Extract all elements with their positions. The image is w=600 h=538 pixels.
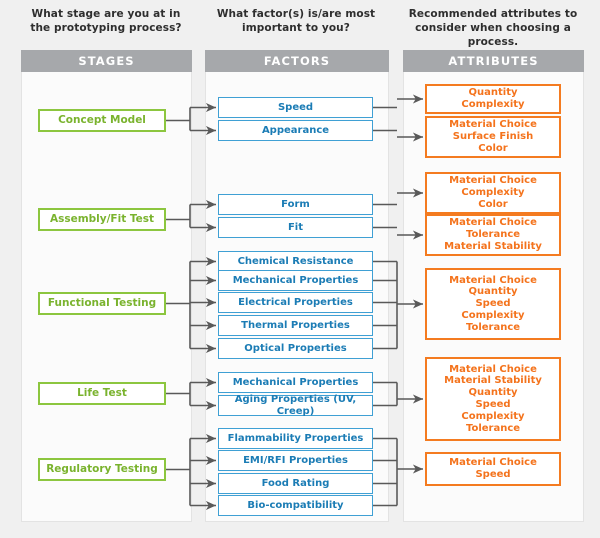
attribute-line: Material Choice — [449, 175, 537, 187]
attribute-line: Surface Finish — [452, 131, 534, 143]
factor-box[interactable]: EMI/RFI Properties — [218, 450, 373, 471]
factor-label: Appearance — [261, 124, 330, 136]
stage-box[interactable]: Concept Model — [38, 109, 166, 132]
factor-label: Mechanical Properties — [232, 274, 359, 286]
factor-box[interactable]: Appearance — [218, 120, 373, 141]
attribute-line: Tolerance — [465, 321, 521, 333]
stage-label: Functional Testing — [47, 297, 157, 310]
factor-label: Thermal Properties — [241, 319, 350, 331]
attributes-header: ATTRIBUTES — [403, 50, 584, 72]
attribute-line: Color — [478, 198, 508, 210]
stage-box[interactable]: Functional Testing — [38, 292, 166, 315]
stages-header: STAGES — [21, 50, 192, 72]
attribute-line: Quantity — [468, 286, 518, 298]
factor-label: Chemical Resistance — [237, 255, 354, 267]
factor-box[interactable]: Fit — [218, 217, 373, 238]
attribute-line: Tolerance — [465, 229, 521, 241]
factor-box[interactable]: Flammability Properties — [218, 428, 373, 449]
stage-box[interactable]: Regulatory Testing — [38, 458, 166, 481]
stage-label: Concept Model — [58, 114, 146, 127]
attribute-line: Complexity — [461, 410, 525, 422]
factor-box[interactable]: Electrical Properties — [218, 292, 373, 313]
attribute-line: Material Stability — [444, 375, 542, 387]
factor-label: EMI/RFI Properties — [243, 454, 348, 466]
attribute-line: Complexity — [461, 309, 525, 321]
attribute-line: Complexity — [461, 99, 525, 110]
attribute-line: Quantity — [468, 87, 518, 99]
attribute-line: Color — [478, 142, 508, 154]
factor-label: Optical Properties — [244, 342, 347, 354]
factor-label: Speed — [277, 101, 314, 113]
attributes-question: Recommended attributes to consider when … — [408, 8, 578, 48]
factor-label: Aging Properties (UV, Creep) — [234, 393, 357, 417]
stage-label: Assembly/Fit Test — [49, 213, 155, 226]
factor-label: Bio-compatibility — [247, 499, 344, 511]
factor-box[interactable]: Mechanical Properties — [218, 372, 373, 393]
stages-question: What stage are you at in the prototyping… — [30, 8, 182, 34]
factor-box[interactable]: Food Rating — [218, 473, 373, 494]
factor-box[interactable]: Aging Properties (UV, Creep) — [218, 393, 373, 417]
factor-label: Fit — [287, 221, 304, 233]
factor-box[interactable]: Speed — [218, 97, 373, 118]
factors-header: FACTORS — [205, 50, 389, 72]
factor-label: Electrical Properties — [238, 296, 353, 308]
factor-label: Flammability Properties — [227, 432, 364, 444]
attribute-line: Material Choice — [449, 217, 537, 229]
factors-question: What factor(s) is/are most important to … — [216, 8, 376, 34]
factor-box[interactable]: Chemical Resistance — [218, 251, 373, 272]
attribute-line: Material Stability — [444, 240, 542, 252]
attribute-line: Material Choice — [449, 274, 537, 286]
attribute-line: Speed — [475, 399, 511, 410]
attribute-line: Quantity — [468, 387, 518, 399]
factor-box[interactable]: Mechanical Properties — [218, 270, 373, 291]
stage-box[interactable]: Assembly/Fit Test — [38, 208, 166, 231]
stage-label: Regulatory Testing — [46, 463, 158, 476]
factor-box[interactable]: Bio-compatibility — [218, 495, 373, 516]
factor-label: Mechanical Properties — [232, 376, 359, 388]
attribute-line: Speed — [475, 298, 511, 310]
factor-box[interactable]: Thermal Properties — [218, 315, 373, 336]
factor-label: Food Rating — [261, 477, 330, 489]
attribute-line: Material Choice — [449, 119, 537, 131]
stage-box[interactable]: Life Test — [38, 382, 166, 405]
attribute-line: Tolerance — [465, 422, 521, 434]
attribute-line: Material Choice — [449, 363, 537, 375]
stage-label: Life Test — [77, 387, 127, 400]
attribute-line: Speed — [475, 469, 511, 480]
attribute-line: Material Choice — [449, 457, 537, 469]
attribute-line: Complexity — [461, 187, 525, 199]
factor-label: Form — [281, 198, 310, 210]
factor-box[interactable]: Form — [218, 194, 373, 215]
factor-box[interactable]: Optical Properties — [218, 338, 373, 359]
